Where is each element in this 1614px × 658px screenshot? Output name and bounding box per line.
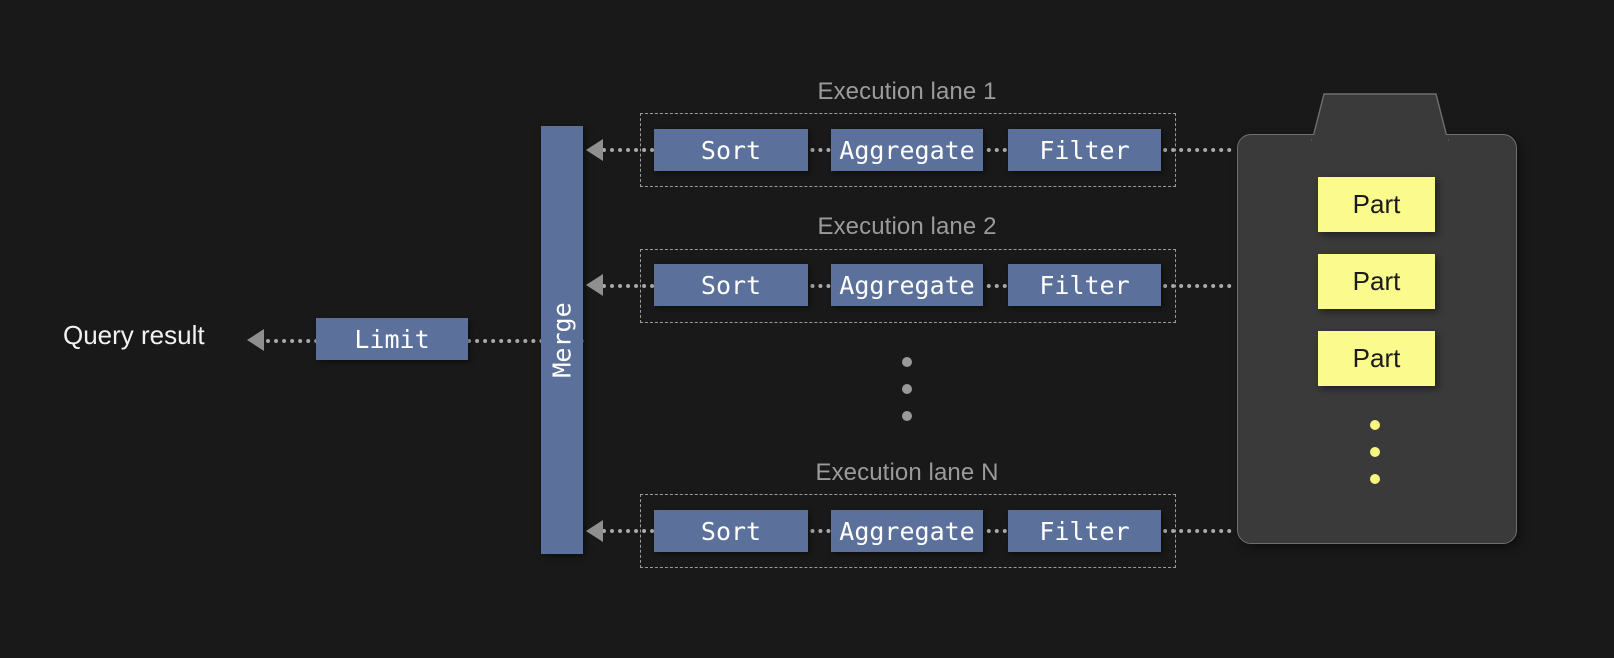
lane-ellipsis-icon xyxy=(902,357,912,438)
merge-label: Merge xyxy=(547,302,577,378)
parts-ellipsis-icon xyxy=(1370,420,1380,501)
arrow-to-query-result-icon xyxy=(247,329,264,351)
lane-n-operator-sort[interactable]: Sort xyxy=(654,510,808,552)
query-result-label: Query result xyxy=(63,320,205,350)
lane-1-operator-aggregate[interactable]: Aggregate xyxy=(831,129,983,171)
lane-2-operator-filter[interactable]: Filter xyxy=(1008,264,1161,306)
part-3[interactable]: Part xyxy=(1318,331,1435,386)
table-data-tab-shape xyxy=(1290,93,1470,141)
arrow-lane-1-to-merge-icon xyxy=(586,139,603,161)
arrow-lane-n-to-merge-icon xyxy=(586,520,603,542)
lane-1-operator-filter[interactable]: Filter xyxy=(1008,129,1161,171)
merge-operator[interactable]: Merge xyxy=(541,126,583,554)
part-2[interactable]: Part xyxy=(1318,254,1435,309)
lane-2-operator-sort[interactable]: Sort xyxy=(654,264,808,306)
lane-title-2: Execution lane 2 xyxy=(817,213,997,240)
lane-title-1: Execution lane 1 xyxy=(817,78,997,105)
part-1[interactable]: Part xyxy=(1318,177,1435,232)
lane-n-operator-aggregate[interactable]: Aggregate xyxy=(831,510,983,552)
lane-2-operator-aggregate[interactable]: Aggregate xyxy=(831,264,983,306)
arrow-lane-2-to-merge-icon xyxy=(586,274,603,296)
operator-limit[interactable]: Limit xyxy=(316,318,468,360)
lane-1-operator-sort[interactable]: Sort xyxy=(654,129,808,171)
lane-title-n: Execution lane N xyxy=(815,459,999,486)
lane-n-operator-filter[interactable]: Filter xyxy=(1008,510,1161,552)
